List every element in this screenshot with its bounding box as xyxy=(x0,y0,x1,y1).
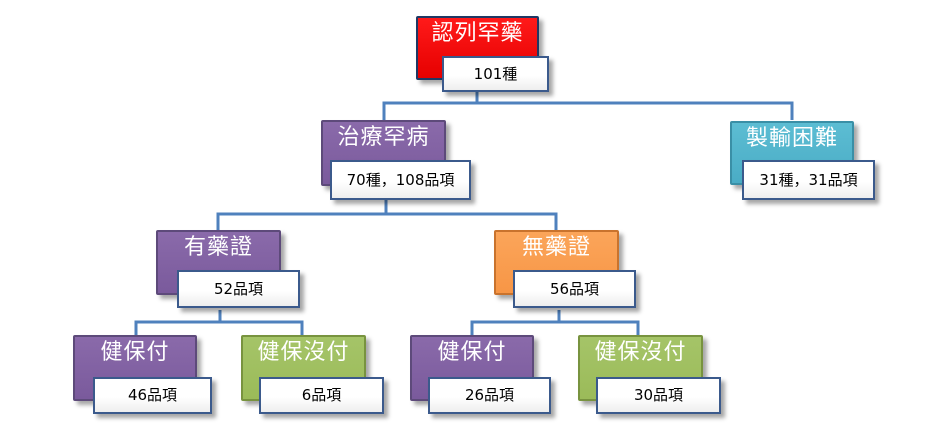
node-lic-not-title: 健保沒付 xyxy=(257,340,350,365)
node-licensed-title: 有藥證 xyxy=(183,235,253,260)
node-unl-not-title: 健保沒付 xyxy=(594,340,687,365)
node-unl-covered-title: 健保付 xyxy=(437,340,507,365)
node-lic-not-count: 6品項 xyxy=(259,377,384,414)
node-licensed-count: 52品項 xyxy=(177,270,300,308)
node-root-count: 101種 xyxy=(442,56,549,92)
node-lic-covered-title: 健保付 xyxy=(100,340,170,365)
node-unlicensed-count: 56品項 xyxy=(513,270,636,308)
node-treat-title: 治療罕病 xyxy=(337,125,430,150)
connector-root-children xyxy=(382,92,794,120)
node-lic-covered-count: 46品項 xyxy=(93,377,212,414)
node-unl-not-count: 30品項 xyxy=(596,377,721,414)
node-root-title: 認列罕藥 xyxy=(431,21,524,46)
connector-unlicensed-children xyxy=(470,310,640,335)
node-unlicensed-title: 無藥證 xyxy=(521,235,591,260)
connector-licensed-children xyxy=(134,310,304,335)
node-difficult-title: 製輸困難 xyxy=(745,126,838,151)
node-difficult-count: 31種，31品項 xyxy=(742,160,875,200)
connector-treat-children xyxy=(216,200,558,230)
node-treat-count: 70種，108品項 xyxy=(330,160,471,200)
node-unl-covered-count: 26品項 xyxy=(428,377,551,414)
